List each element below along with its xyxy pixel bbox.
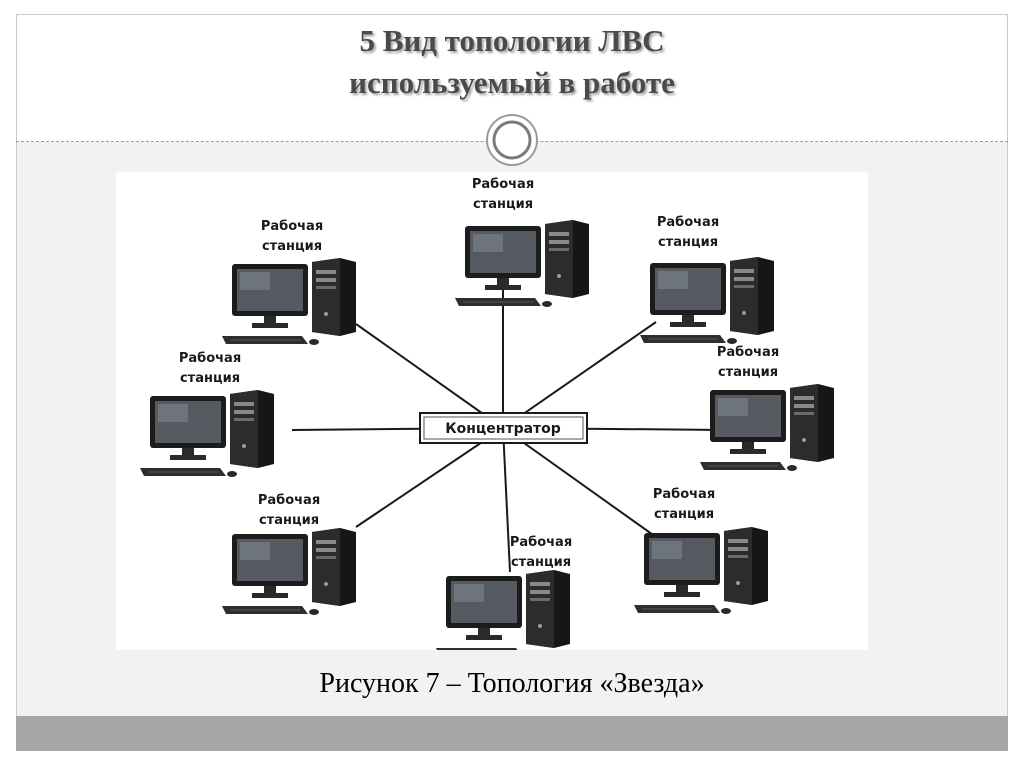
computer-icon — [222, 528, 356, 615]
hub-label: Концентратор — [445, 421, 561, 437]
workstation-label-line1: Рабочая — [261, 219, 323, 234]
workstation-2: Рабочая станция — [640, 215, 774, 344]
workstation-label-line2: станция — [654, 507, 714, 522]
computer-icon — [222, 258, 356, 345]
link-8 — [355, 323, 504, 429]
workstation-label-line1: Рабочая — [653, 487, 715, 502]
workstation-4: Рабочая станция — [634, 487, 768, 614]
computer-icon — [436, 570, 570, 650]
workstation-3: Рабочая станция — [700, 345, 834, 471]
workstation-5: Рабочая станция — [436, 535, 572, 650]
hub-box — [419, 412, 588, 444]
computer-icon — [640, 257, 774, 344]
network-links — [291, 290, 727, 573]
workstation-label-line1: Рабочая — [258, 493, 320, 508]
workstation-label-line1: Рабочая — [510, 535, 572, 550]
workstation-label-line2: станция — [473, 197, 533, 212]
ring-ornament-icon — [486, 114, 538, 166]
workstation-1: Рабочая станция — [455, 177, 589, 307]
workstation-label-line1: Рабочая — [717, 345, 779, 360]
slide-title-line-1: 5 Вид топологии ЛВС — [359, 23, 665, 58]
computer-icon — [634, 527, 768, 614]
link-2 — [502, 321, 657, 429]
workstations: РабочаястанцияРабочаястанцияРабочаястанц… — [140, 177, 834, 650]
workstation-label-line2: станция — [180, 371, 240, 386]
hub: Концентратор — [419, 412, 588, 444]
workstation-label-line2: станция — [511, 555, 571, 570]
hub-box-inner — [423, 416, 584, 440]
workstation-7: Рабочая станция — [140, 351, 274, 477]
workstation-label-line2: станция — [262, 239, 322, 254]
computer-icon — [140, 390, 274, 477]
figure-caption: Рисунок 7 – Топология «Звезда» — [319, 668, 705, 699]
workstation-label-line2: станция — [259, 513, 319, 528]
footer-band — [16, 716, 1008, 751]
workstation-label-line2: станция — [658, 235, 718, 250]
workstation-label-line1: Рабочая — [657, 215, 719, 230]
slide-title: 5 Вид топологии ЛВС используемый в работ… — [16, 20, 1008, 104]
workstation-label-line1: Рабочая — [472, 177, 534, 192]
workstation-label-line1: Рабочая — [179, 351, 241, 366]
computer-icon — [455, 220, 589, 307]
link-6 — [355, 427, 504, 528]
link-4 — [502, 427, 657, 538]
link-5 — [502, 427, 511, 573]
diagram-canvas: РабочаястанцияРабочаястанцияРабочаястанц… — [140, 177, 834, 650]
slide-title-line-2: используемый в работе — [349, 65, 675, 100]
computer-icon — [700, 384, 834, 471]
workstation-8: Рабочая станция — [222, 219, 356, 345]
workstation-6: Рабочая станция — [222, 493, 356, 615]
workstation-label-line2: станция — [718, 365, 778, 380]
